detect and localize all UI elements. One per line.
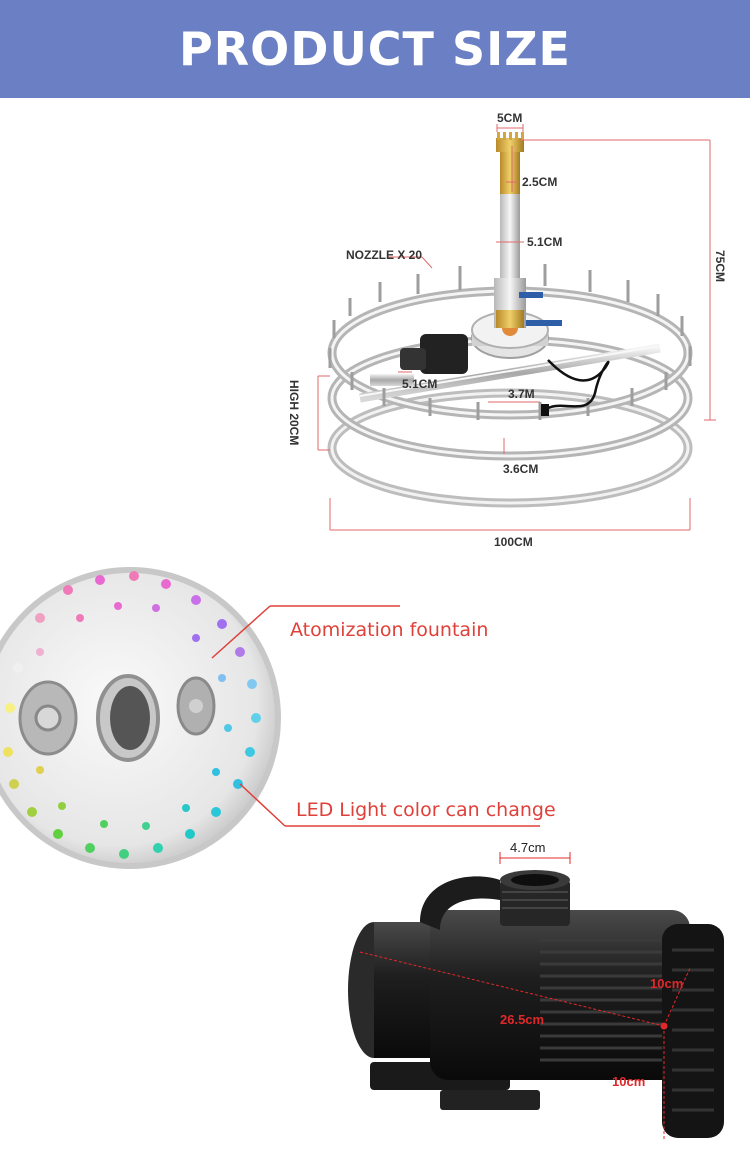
dim-diameter: 100CM bbox=[494, 535, 533, 549]
dim-cable: 3.7M bbox=[508, 387, 535, 401]
fountain-diagram: 5CM 2.5CM 5.1CM NOZZLE X 20 75CM 5.1CM 3… bbox=[0, 98, 750, 558]
dim-height-total: 75CM bbox=[713, 250, 727, 282]
power-cable bbox=[544, 359, 610, 412]
dim-nozzle-height: 2.5CM bbox=[522, 175, 557, 189]
led-panel-illustration: Atomization fountain LED Light color can… bbox=[0, 567, 556, 869]
dim-frame-height: HIGH 20CM bbox=[287, 380, 301, 445]
fountain-illustration: 5CM 2.5CM 5.1CM NOZZLE X 20 75CM 5.1CM 3… bbox=[287, 111, 727, 549]
led-lights bbox=[3, 571, 261, 859]
pump-handle bbox=[420, 876, 500, 930]
top-nozzle bbox=[500, 142, 520, 194]
dim-nozzle-count: NOZZLE X 20 bbox=[346, 248, 422, 262]
dim-pump-height: 10cm bbox=[612, 1074, 645, 1089]
dim-pump-length: 26.5cm bbox=[500, 1012, 544, 1027]
header-banner: PRODUCT SIZE bbox=[0, 0, 750, 98]
pump-body bbox=[430, 910, 690, 1080]
dim-side-pipe: 5.1CM bbox=[402, 377, 437, 391]
crossbar bbox=[359, 343, 661, 403]
dim-top-width: 5CM bbox=[497, 111, 522, 125]
pump-illustration: 4.7cm 26.5cm 10cm 10cm bbox=[348, 840, 724, 1140]
nozzles bbox=[328, 264, 692, 420]
dim-pipe-width: 5.1CM bbox=[527, 235, 562, 249]
dim-outlet: 4.7cm bbox=[510, 840, 545, 855]
page-title: PRODUCT SIZE bbox=[179, 22, 571, 76]
dim-ring-tube: 3.6CM bbox=[503, 462, 538, 476]
pump-section: 4.7cm 26.5cm 10cm 10cm bbox=[0, 840, 750, 1168]
mini-pump bbox=[370, 334, 468, 386]
callout-led: LED Light color can change bbox=[296, 799, 556, 821]
dim-pump-width: 10cm bbox=[650, 976, 683, 991]
callout-atomization: Atomization fountain bbox=[290, 619, 488, 641]
led-panel-section: Atomization fountain LED Light color can… bbox=[0, 558, 750, 878]
